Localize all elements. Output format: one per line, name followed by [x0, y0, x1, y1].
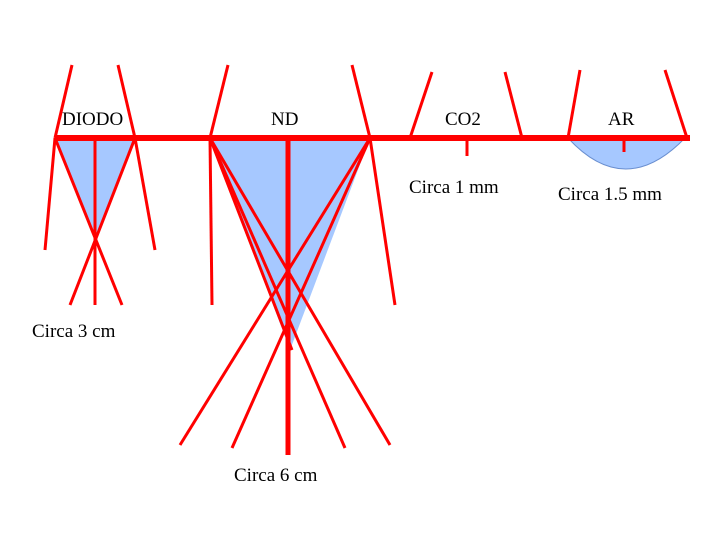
ar-penetration-outline [567, 137, 686, 170]
ar-beams [566, 69, 689, 152]
co2-beam-left [408, 71, 434, 139]
label-diodo: DIODO [62, 109, 123, 130]
diodo-beam-right [116, 64, 137, 139]
diodo-beam-left [53, 64, 74, 139]
diodo-beam-converge-left [53, 137, 124, 306]
label-co2: CO2 [445, 109, 481, 130]
label-circa-6cm: Circa 6 cm [234, 465, 318, 486]
diodo-beam-outer-left [43, 137, 57, 251]
nd-beam-converge-right-2 [230, 137, 372, 449]
label-circa-3cm: Circa 3 cm [32, 321, 116, 342]
nd-beam-converge-left-1 [208, 137, 392, 446]
co2-beam-right [503, 71, 524, 139]
nd-beam-left [208, 64, 230, 139]
label-circa-1-5mm: Circa 1.5 mm [558, 184, 662, 205]
nd-beam-outer-right [368, 137, 397, 306]
nd-beams [178, 64, 397, 455]
label-nd: ND [271, 109, 298, 130]
diodo-beam-outer-right [133, 137, 157, 251]
ar-beam-left [566, 69, 582, 139]
nd-beam-converge-left-3 [208, 137, 294, 351]
label-ar: AR [608, 109, 635, 130]
nd-beam-converge-left-2 [208, 137, 347, 449]
label-circa-1mm: Circa 1 mm [409, 177, 499, 198]
ar-beam-right [663, 69, 689, 139]
diodo-beams [43, 64, 157, 306]
nd-beam-outer-left [208, 137, 214, 306]
co2-beams [408, 71, 524, 156]
nd-beam-right [350, 64, 372, 139]
diodo-beam-converge-right [68, 137, 137, 306]
nd-beam-converge-right-1 [178, 137, 372, 446]
